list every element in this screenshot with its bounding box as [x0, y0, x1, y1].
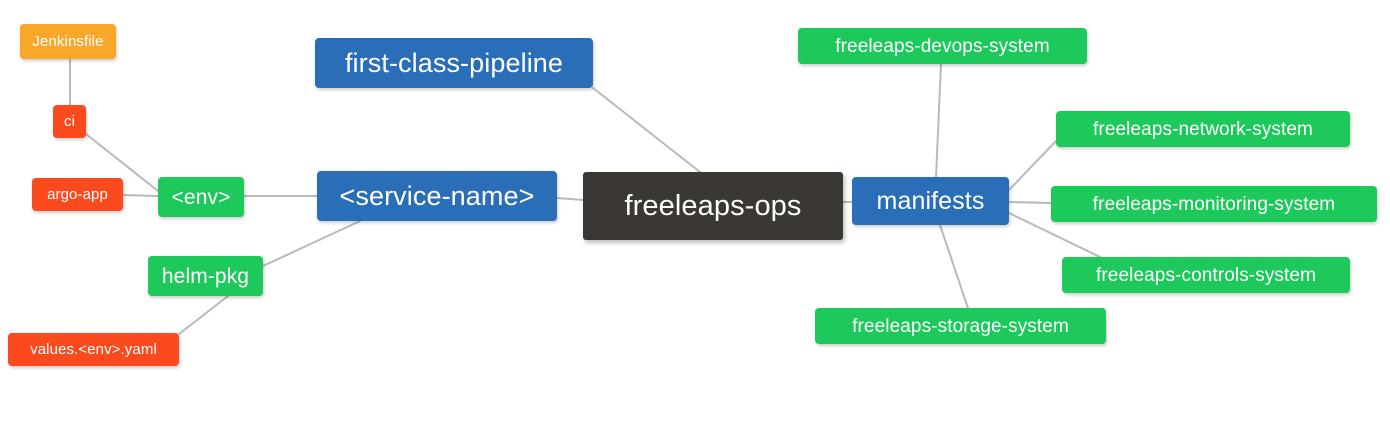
edge-helm-pkg-service [262, 220, 361, 267]
node-label: freeleaps-controls-system [1095, 264, 1317, 286]
node-env[interactable]: <env> [158, 177, 244, 217]
edge-manifests-devops [935, 63, 942, 178]
node-freeleaps-storage-system[interactable]: freeleaps-storage-system [815, 308, 1106, 344]
node-label: freeleaps-network-system [1093, 118, 1313, 140]
node-argo-app[interactable]: argo-app [32, 178, 123, 211]
node-label: argo-app [47, 186, 108, 203]
node-label: Jenkinsfile [32, 33, 104, 50]
edge-manifests-network [1008, 140, 1057, 191]
node-label: helm-pkg [161, 264, 250, 288]
edge-pipeline-root [592, 87, 701, 173]
node-label: freeleaps-monitoring-system [1092, 193, 1336, 215]
edge-manifests-monitoring [1008, 201, 1052, 204]
node-label: freeleaps-storage-system [852, 315, 1069, 337]
node-freeleaps-devops-system[interactable]: freeleaps-devops-system [798, 28, 1087, 64]
node-freeleaps-monitoring-system[interactable]: freeleaps-monitoring-system [1051, 186, 1377, 222]
edge-service-root [556, 197, 584, 201]
node-label: <env> [171, 185, 231, 209]
node-helm-pkg[interactable]: helm-pkg [148, 256, 263, 296]
node-label: first-class-pipeline [344, 47, 564, 78]
node-jenkinsfile[interactable]: Jenkinsfile [20, 24, 116, 59]
node-freeleaps-ops[interactable]: freeleaps-ops [583, 172, 843, 240]
edge-manifests-storage [939, 224, 969, 309]
node-freeleaps-network-system[interactable]: freeleaps-network-system [1056, 111, 1350, 147]
node-ci[interactable]: ci [53, 105, 86, 138]
node-label: ci [63, 113, 76, 130]
node-values-yaml[interactable]: values.<env>.yaml [8, 333, 179, 366]
node-first-class-pipeline[interactable]: first-class-pipeline [315, 38, 593, 88]
node-label: freeleaps-ops [624, 189, 802, 222]
node-label: values.<env>.yaml [30, 341, 157, 358]
node-freeleaps-controls-system[interactable]: freeleaps-controls-system [1062, 257, 1350, 293]
node-label: manifests [876, 186, 985, 215]
node-label: <service-name> [339, 180, 535, 211]
node-service-name[interactable]: <service-name> [317, 171, 557, 221]
edge-values-helm-pkg [178, 295, 229, 335]
node-label: freeleaps-devops-system [835, 35, 1050, 57]
node-manifests[interactable]: manifests [852, 177, 1009, 225]
edge-argo-app-env [122, 194, 159, 197]
